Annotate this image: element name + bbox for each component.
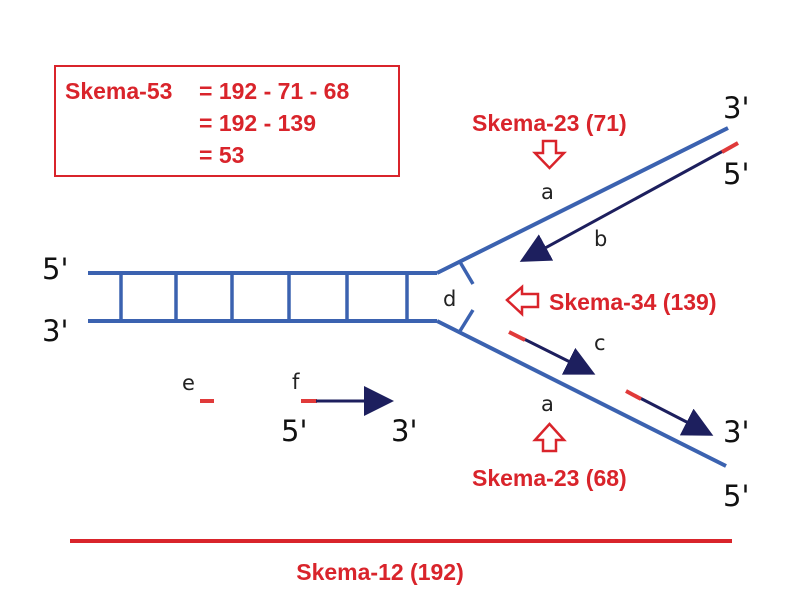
okazaki-primer-1 [508,330,526,342]
parent-duplex [88,271,437,323]
left-bottom-3prime-label: 3' [42,314,68,348]
top-callout-label: Skema-23 (71) [472,110,627,136]
right-lower-3prime-label: 3' [723,415,749,449]
formula-box: Skema-53 = 192 - 71 - 68 = 192 - 139 = 5… [54,65,400,177]
strand-b-arrow [519,149,724,262]
formula-line-2: = 192 - 139 [199,110,317,136]
formula-title: Skema-53 [65,78,173,104]
fork-callout-left-arrow [505,284,540,317]
primer-5prime-label: 5' [281,414,307,448]
top-callout-down-arrow [532,139,567,170]
segment-a-top-label: a [541,180,554,204]
bottom-callout-label: Skema-23 (68) [472,465,627,491]
upper-template-strand [436,126,729,275]
segment-a-bottom-label: a [541,392,554,416]
okazaki-primer-2 [625,389,642,401]
strand-c-okazaki-1 [508,330,596,375]
fork-unwinding-tick-upper [458,261,475,285]
segment-c-label: c [594,331,606,355]
segment-e-label: e [182,371,195,395]
primer-3prime-label: 3' [391,414,417,448]
formula-line-1: = 192 - 71 - 68 [199,78,350,104]
right-upper-3prime-label: 3' [723,91,749,125]
strand-b-primer [721,141,739,154]
lower-template-strand [436,319,727,468]
strand-b-leading [519,141,739,262]
okazaki-fragment-arrow-1 [523,337,596,375]
bottom-callout-up-arrow [532,422,567,453]
formula-line-3: = 53 [199,142,245,168]
right-upper-5prime-label: 5' [723,157,749,191]
segment-f-label: f [292,370,300,394]
segment-b-label: b [594,227,607,251]
fork-arms [436,126,729,468]
fork-callout-label: Skema-34 (139) [549,289,717,315]
fork-unwinding-tick-lower [458,309,475,332]
left-top-5prime-label: 5' [42,252,68,286]
strand-c-okazaki-2 [625,389,714,436]
baseline-label: Skema-12 (192) [296,559,464,585]
right-lower-5prime-label: 5' [723,479,749,513]
okazaki-fragment-arrow-2 [639,396,714,436]
segment-d-label: d [443,287,456,311]
